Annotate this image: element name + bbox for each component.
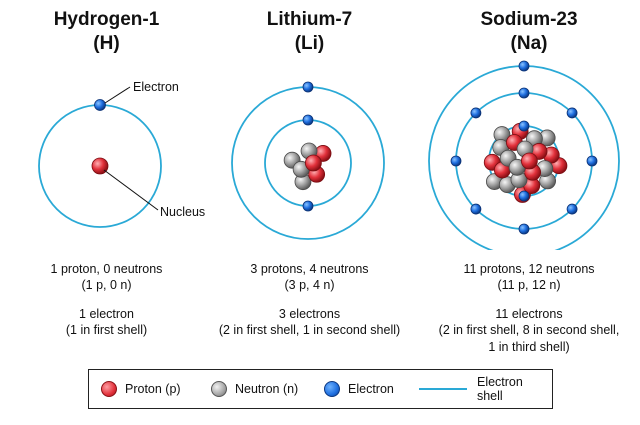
proton xyxy=(520,152,538,170)
electron xyxy=(566,203,578,215)
sodium-symbol: (Na) xyxy=(510,33,548,54)
electron xyxy=(94,99,106,111)
lithium-title: Lithium-7 xyxy=(266,9,353,30)
sodium-electron-detail-line1: (2 in first shell, 8 in second shell, xyxy=(438,323,620,337)
sodium-composition-short: (11 p, 12 n) xyxy=(497,278,561,292)
shell-line-swatch xyxy=(419,388,467,390)
electron xyxy=(302,114,314,126)
sodium-electron-detail-line2: 1 in third shell) xyxy=(488,340,570,354)
legend-neutron-label: Neutron (n) xyxy=(235,382,299,396)
electron xyxy=(566,107,578,119)
electron-swatch-icon xyxy=(324,381,340,397)
lithium-electron-detail: (2 in first shell, 1 in second shell) xyxy=(218,323,401,337)
proton xyxy=(304,154,322,172)
sodium-title: Sodium-23 xyxy=(480,9,578,30)
legend-shell-label: Electron shell xyxy=(476,375,523,403)
electron xyxy=(518,190,530,202)
lithium-symbol: (Li) xyxy=(294,33,325,54)
sodium-atom-diagram xyxy=(428,60,620,250)
legend-neutron: Neutron (n) xyxy=(211,370,298,408)
electron xyxy=(518,223,530,235)
legend-electron-label: Electron xyxy=(348,382,394,396)
legend-box: Proton (p) Neutron (n) Electron Electron… xyxy=(88,369,553,409)
hydrogen-title: Hydrogen-1 xyxy=(53,9,160,30)
proton-swatch-icon xyxy=(101,381,117,397)
electron xyxy=(302,81,314,93)
sodium-composition: 11 protons, 12 neutrons xyxy=(463,262,595,276)
neutron-swatch-icon xyxy=(211,381,227,397)
hydrogen-symbol: (H) xyxy=(93,33,120,54)
legend-electron: Electron xyxy=(324,370,394,408)
electron-label: Electron xyxy=(133,80,179,94)
electron xyxy=(470,107,482,119)
hydrogen-composition-short: (1 p, 0 n) xyxy=(81,278,132,292)
nucleus-leader-line xyxy=(103,169,159,211)
electron xyxy=(586,155,598,167)
legend-proton: Proton (p) xyxy=(101,370,181,408)
electron-leader-line xyxy=(104,86,131,104)
lithium-composition: 3 protons, 4 neutrons xyxy=(250,262,369,276)
nucleus-label: Nucleus xyxy=(160,205,205,219)
lithium-atom-diagram xyxy=(231,81,385,240)
electron xyxy=(302,200,314,212)
lithium-composition-short: (3 p, 4 n) xyxy=(284,278,335,292)
hydrogen-electron-detail: (1 in first shell) xyxy=(65,323,148,337)
lithium-electron-count: 3 electrons xyxy=(278,307,341,321)
hydrogen-electron-count: 1 electron xyxy=(79,307,134,321)
sodium-electron-count: 11 electrons xyxy=(495,307,563,321)
electron xyxy=(470,203,482,215)
legend-proton-label: Proton (p) xyxy=(125,382,181,396)
electron xyxy=(518,120,530,132)
electron xyxy=(450,155,462,167)
electron xyxy=(518,60,530,72)
legend-shell: Electron shell xyxy=(419,370,552,408)
electron xyxy=(518,87,530,99)
hydrogen-composition: 1 proton, 0 neutrons xyxy=(50,262,163,276)
